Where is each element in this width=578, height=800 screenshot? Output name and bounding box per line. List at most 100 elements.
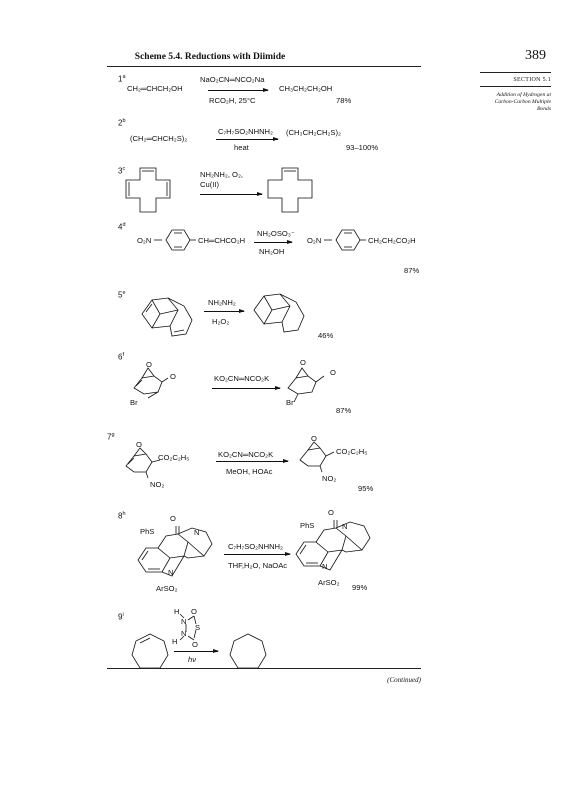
reaction-7-reagent-top: KO₂CN═NCO₂K [218,450,274,459]
reaction-6-product-bromine: Br [286,398,294,407]
continued-note: (Continued) [387,676,421,684]
reaction-4-reactant-nitro: O₂N [137,236,152,245]
reaction-7-bicyclic-product [299,441,335,473]
reaction-2-arrow [216,136,279,141]
reaction-8-yield: 99% [352,583,368,592]
reaction-8-product-keto-oxygen: O [328,508,334,517]
reaction-9-number: 9i [118,612,124,622]
reaction-7-number: 7g [107,432,115,442]
reaction-4-reactant-chain: CH═CHCO₂H [198,236,246,245]
reaction-3-number: 3c [118,166,126,176]
reaction-8-reagent-bottom: THF,H₂O, NaOAc [228,561,288,570]
reaction-3-arrow [200,191,263,196]
reaction-8-reactant-arso2: ArSO₂ [156,584,178,593]
reaction-7-reactant-oxygen: O [136,440,142,449]
reaction-7-arrow [216,458,289,463]
reaction-1-yield: 78% [336,96,352,105]
reaction-2-reactant: (CH₂═CHCH₂S)₂ [130,134,188,143]
reaction-6-product-keto-oxygen: O [330,368,336,377]
footer-rule [107,668,421,669]
reaction-6-reagent-top: KO₂CN═NCO₂K [214,374,270,383]
reaction-8-product-arso2: ArSO₂ [318,578,340,587]
section-subtitle: Addition of Hydrogen at Carbon-Carbon Mu… [494,92,551,112]
cycloheptene-structure [131,633,169,669]
reaction-7-product-ester: CO₂C₂H₅ [336,447,368,456]
reaction-9-reagent-bottom: hν [188,655,197,664]
reaction-9-sulfur: S [195,623,201,632]
reaction-8-product-phs: PhS [300,521,315,530]
reaction-2-product: (CH₃CH₂CH₂S)₂ [286,128,341,137]
reaction-6-reactant-keto-oxygen: O [170,372,176,381]
reaction-6-number: 6f [118,352,124,362]
page-header-title: Scheme 5.4. Reductions with Diimide [134,52,286,62]
cyclododecene-structure [267,167,313,213]
cyclododecatriene-structure [125,167,171,213]
cycloheptane-structure [229,633,267,669]
reaction-1-reactant: CH₂═CHCH₂OH [127,84,183,93]
reaction-7-product-oxygen: O [311,434,317,443]
reaction-1-reagent-bottom: RCO₂H, 25°C [209,96,256,105]
reaction-9-nitrogen-bottom: N [181,629,187,638]
reaction-9-thiadiazole-bonds [179,613,197,641]
reaction-7-yield: 95% [358,484,374,493]
reaction-5-polycyclic-product [253,293,305,333]
sidebar-rule [480,72,551,73]
reaction-4-yield: 87% [404,266,420,275]
reaction-8-number: 8h [118,511,126,521]
reaction-6-reactant-oxygen: O [146,360,152,369]
reaction-4-benzene-ring [154,229,196,251]
reaction-5-polycyclic-diene [141,297,193,337]
reaction-3-reagent-top: NH₂NH₂, O₂, [200,170,244,179]
reaction-9-oxygen-bottom: O [192,640,198,649]
sidebar-rule-2 [480,86,551,87]
header-rule [107,66,421,67]
reaction-2-number: 2b [118,118,126,128]
page-number: 389 [525,48,546,63]
reaction-8-indoline-reactant [137,526,213,577]
reaction-7-bicyclic-reactant [125,447,161,479]
section-label: SECTION 5.1 [513,77,551,83]
reaction-6-product-oxygen: O [300,358,306,367]
reaction-7-reactant-ester: CO₂C₂H₅ [158,453,190,462]
reaction-1-arrow [208,87,269,92]
reaction-2-reagent-top: C₇H₇SO₂NHNH₂ [218,127,273,136]
reaction-6-reactant-bromine: Br [130,398,138,407]
reaction-4-product-benzene-ring [324,229,366,251]
reaction-5-yield: 46% [318,331,334,340]
reaction-5-arrow [204,308,245,313]
reaction-5-reagent-bottom: H₂O₂ [212,317,230,326]
reaction-8-reactant-phs: PhS [140,527,155,536]
reaction-8-reactant-amide-n: N [194,528,200,537]
reaction-5-reagent-top: NH₂NH₂ [208,298,236,307]
reaction-1-number: 1a [118,74,126,84]
reaction-6-bicyclic-product [287,367,325,403]
reaction-4-reagent-bottom: NH₂OH [259,247,285,256]
reaction-8-reactant-indole-n: N [168,568,174,577]
reaction-2-yield: 93–100% [346,143,379,152]
reaction-3-reagent-bottom: Cu(II) [200,180,219,189]
reaction-7-reagent-bottom: MeOH, HOAc [226,467,273,476]
reaction-8-product-amide-n: N [342,522,348,531]
reaction-8-reactant-keto-oxygen: O [170,514,176,523]
reaction-6-yield: 87% [336,406,352,415]
reaction-8-reagent-top: C₇H₇SO₂NHNH₂ [228,542,283,551]
reaction-4-reagent-top: NH₂OSO₃⁻ [257,229,295,238]
reaction-9-oxygen-top: O [191,607,197,616]
reaction-4-number: 4d [118,222,126,232]
reaction-8-arrow [224,551,291,556]
reaction-7-product-nitro: NO₂ [322,474,337,483]
reaction-4-arrow [254,239,293,244]
reaction-4-product-nitro: O₂N [307,236,322,245]
reaction-9-hydrogen-top: H [174,607,180,616]
reaction-1-reagent-top: NaO₂CN═NCO₂Na [200,75,265,84]
reaction-9-arrow [174,648,219,653]
reaction-8-product-indole-n: N [322,562,328,571]
reaction-7-reactant-nitro: NO₂ [150,480,165,489]
reaction-1-product: CH₃CH₂CH₂OH [279,84,333,93]
reaction-6-arrow [212,385,281,390]
reaction-9-hydrogen-bottom: H [172,637,178,646]
reaction-2-reagent-bottom: heat [234,143,249,152]
reaction-9-nitrogen-top: N [181,617,187,626]
reaction-4-product-chain: CH₂CH₂CO₂H [368,236,416,245]
reaction-5-number: 5e [118,290,126,300]
